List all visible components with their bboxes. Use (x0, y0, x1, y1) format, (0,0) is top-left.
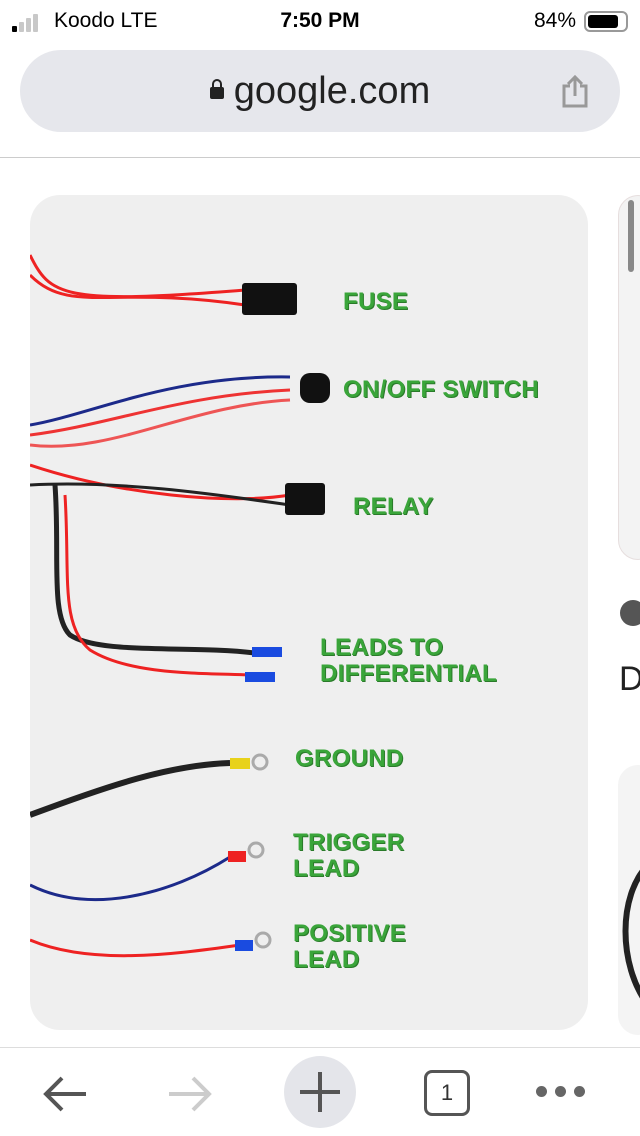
lock-icon (209, 79, 224, 99)
browser-toolbar: 1 (0, 1047, 640, 1136)
fuse-holder (242, 283, 297, 315)
relay (285, 483, 325, 515)
next-result-title[interactable]: D (619, 660, 640, 698)
label-fuse: FUSE (343, 288, 409, 315)
next-result-image[interactable] (618, 765, 640, 1035)
address-bar[interactable]: google.com (20, 50, 620, 132)
label-relay: RELAY (353, 493, 434, 520)
globe-icon (620, 600, 640, 626)
label-leads-2: DIFFERENTIAL (320, 660, 497, 687)
wiring-photo (30, 254, 330, 958)
tab-switcher-button[interactable]: 1 (424, 1070, 470, 1116)
status-bar: Koodo LTE 7:50 PM 84% (0, 0, 640, 44)
label-ground: GROUND (295, 745, 404, 772)
switch (300, 373, 330, 403)
clock: 7:50 PM (280, 9, 360, 32)
back-arrow-icon[interactable] (40, 1074, 90, 1114)
battery-percent: 84% (533, 9, 576, 32)
label-leads-1: LEADS TO (320, 634, 444, 661)
label-positive-1: POSITIVE (293, 920, 407, 947)
more-options-icon[interactable] (536, 1086, 585, 1097)
carrier: Koodo LTE (54, 9, 158, 32)
image-result-wiring-harness[interactable]: FUSE ON/OFF SWITCH RELAY LEADS TO DIFFER… (30, 195, 588, 1030)
label-positive-2: LEAD (293, 946, 360, 973)
label-switch: ON/OFF SWITCH (343, 376, 539, 403)
url-text: google.com (233, 70, 431, 112)
signal-icon (12, 14, 38, 32)
battery-icon (584, 11, 628, 32)
divider (0, 157, 640, 158)
new-tab-button[interactable] (284, 1056, 356, 1128)
plus-icon (300, 1072, 340, 1112)
scrollbar[interactable] (628, 200, 634, 272)
label-trigger-1: TRIGGER (293, 829, 405, 856)
label-trigger-2: LEAD (293, 855, 360, 882)
share-icon[interactable] (560, 74, 590, 108)
forward-arrow-icon[interactable] (165, 1074, 215, 1114)
